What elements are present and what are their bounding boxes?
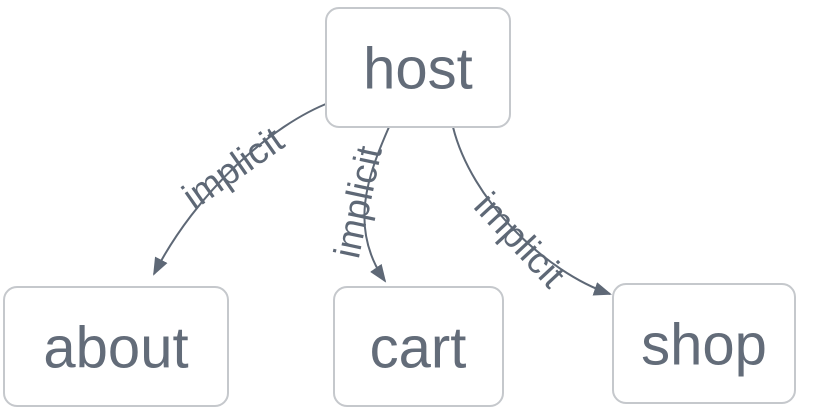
node-shop-label: shop: [641, 313, 767, 378]
node-cart-label: cart: [370, 316, 467, 381]
edge-host-shop-path: [452, 126, 612, 296]
node-shop: shop: [612, 283, 796, 404]
edge-host-cart-path: [363, 126, 390, 283]
node-about: about: [3, 286, 229, 407]
node-about-box: [3, 286, 229, 407]
node-cart: cart: [333, 286, 504, 407]
edge-host-about-label: implicit: [175, 118, 292, 217]
edge-host-shop: implicit: [452, 126, 612, 296]
edge-host-cart-label: implicit: [326, 142, 390, 262]
edge-host-shop-label: implicit: [466, 185, 574, 296]
edge-host-about: implicit: [153, 101, 332, 276]
node-cart-box: [333, 286, 504, 407]
node-about-label: about: [43, 316, 188, 381]
edge-host-about-path: [153, 101, 332, 276]
edge-host-cart: implicit: [326, 126, 390, 283]
node-shop-box: [612, 283, 796, 404]
node-host: host: [325, 7, 511, 128]
node-host-label: host: [363, 37, 473, 102]
node-host-box: [325, 7, 511, 128]
